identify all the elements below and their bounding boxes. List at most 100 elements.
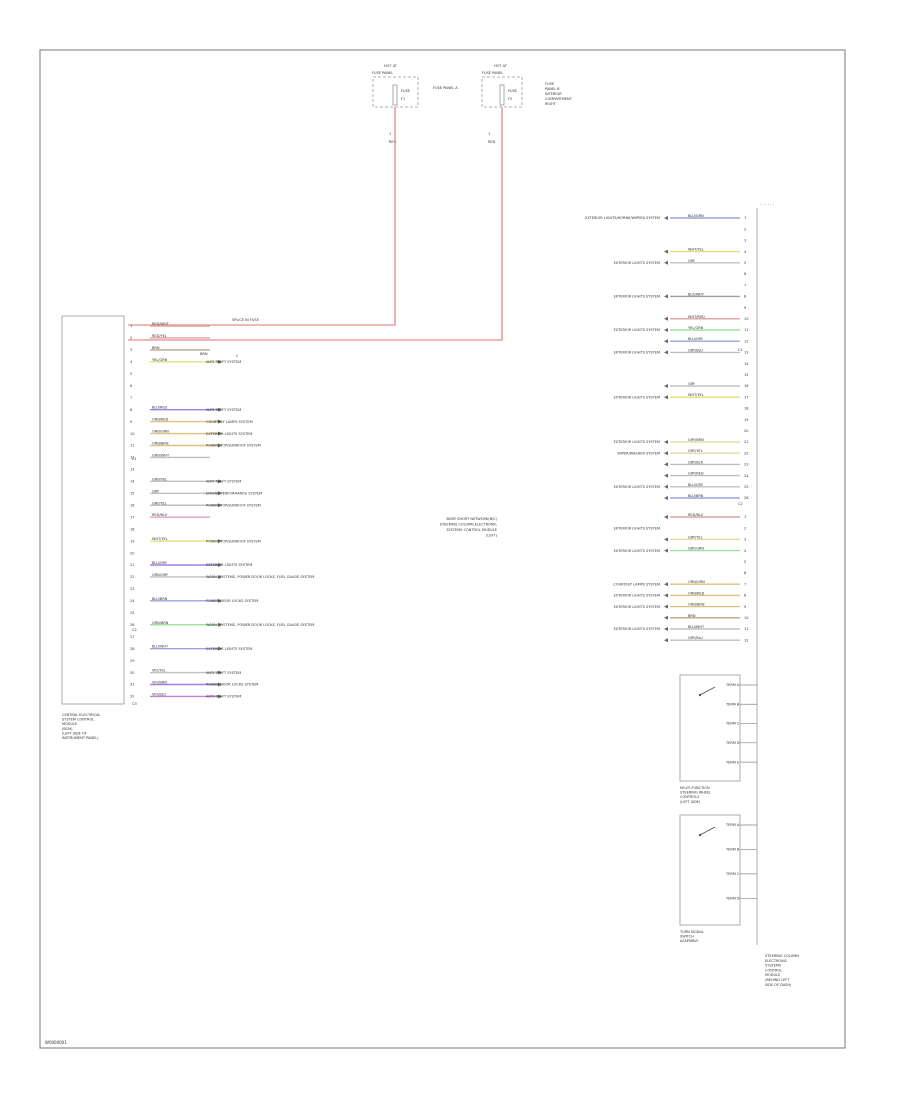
left-connector-c3: C3	[132, 702, 137, 706]
destination-label: EXTERIOR LIGHTS SYSTEM	[614, 395, 660, 399]
pin-number: 16	[130, 503, 134, 507]
arrow-icon	[664, 462, 668, 467]
pin-number: 24	[130, 599, 135, 603]
pin-number: 5	[744, 261, 746, 265]
right-connector-c1: C1	[738, 348, 743, 352]
fuse-right-wire-color: RED	[488, 140, 496, 144]
switch-block-label: (LEFT SIDE)	[680, 800, 701, 804]
left-ground-tag: C	[236, 354, 239, 358]
arrow-icon	[664, 440, 668, 444]
arrow-icon	[664, 294, 668, 299]
wire-color-label: BRN	[152, 346, 160, 350]
right-module-top: · · · · · ·	[760, 202, 774, 207]
wire-color-label: GRN/WHT	[152, 453, 170, 457]
wire-color-label: WHT/YEL	[688, 393, 704, 397]
wire-color-label: RED/YEL	[152, 334, 167, 338]
pin-number: 25	[744, 485, 748, 489]
arrow-icon	[664, 496, 668, 500]
pin-number: 6	[130, 384, 132, 388]
pin-number: 1	[130, 324, 132, 328]
right-module-label-line: ELECTRONIC	[765, 959, 788, 963]
arrow-icon	[664, 249, 668, 254]
fuse-left-element	[392, 84, 398, 106]
arrow-icon	[664, 627, 668, 631]
pin-number: 14	[130, 480, 135, 484]
pin-number: 20	[744, 429, 748, 433]
wire-color-label: GRY/YEL	[152, 501, 167, 505]
fuse-right-desc-line: COMPARTMENT	[545, 97, 573, 101]
pin-number: 6	[744, 272, 746, 276]
left-module-label-line: SYSTEM CONTROL	[62, 718, 94, 722]
pin-number: 23	[130, 587, 134, 591]
pin-number: 5	[744, 560, 746, 564]
wire-color-label: GRY/BRN	[688, 438, 704, 442]
wire-color-label: GRY/BLU	[688, 636, 703, 640]
pin-number: 3	[744, 538, 746, 542]
wire-color-label: BLU/BRN	[688, 494, 704, 498]
pin-number: 11	[130, 444, 134, 448]
arrow-icon	[664, 484, 668, 489]
pin-number: 1	[744, 515, 746, 519]
destination-label: WARN. SYSTEMS, POWER DOOR LOCKS, FUEL GA…	[206, 623, 314, 627]
arrow-icon	[218, 407, 222, 412]
pin-number: 18	[744, 407, 748, 411]
pin-number: 30	[130, 671, 134, 675]
destination-label: EXTERIOR LIGHTS SYSTEM	[614, 485, 660, 489]
wire-color-label: BLU/BRN	[152, 597, 168, 601]
destination-label: POWER TOP/SUNROOF SYSTEM	[206, 444, 261, 448]
wire-color-label: GRY	[688, 382, 696, 386]
fuse-left-hot: HOT AT	[384, 64, 398, 68]
pin-number: 23	[744, 463, 748, 467]
fuse-right-desc-line: RIGHT	[545, 102, 557, 106]
switch-pivot	[698, 833, 702, 837]
switch-term-label: TERM D	[725, 897, 740, 901]
pin-number: 7	[744, 283, 746, 287]
wire-color-label: ORN/GRN	[152, 430, 169, 434]
arrow-icon	[664, 350, 668, 355]
fuse-left-wire-num: 1	[389, 132, 391, 136]
wire-color-label: ORN/RED	[152, 418, 169, 422]
pin-number: 29	[130, 659, 134, 663]
feed-wire-right	[128, 107, 503, 341]
wire-color-label: BLU/RED	[152, 406, 168, 410]
left-module-label-line: MODULE	[62, 722, 77, 726]
destination-label: EXTERIOR LIGHTS/HORNS/WIPERS SYSTEM	[585, 216, 660, 220]
switch-block-label: TURN SIGNAL	[679, 930, 704, 934]
pin-number: 8	[130, 408, 132, 412]
pin-number: 5	[130, 372, 132, 376]
wire-color-label: ORN/RED	[688, 591, 705, 595]
destination-label: EXTERIOR LIGHTS SYSTEM	[614, 627, 660, 631]
switch-block-label: ASSEMBLY	[680, 939, 699, 943]
arrow-icon	[218, 694, 222, 699]
arrow-icon	[664, 593, 668, 598]
arrow-icon	[218, 682, 222, 687]
wire-color-label: GRY/RED	[688, 472, 704, 476]
fuse-right-fuse: FUSE	[508, 89, 517, 93]
pin-number: 4	[744, 250, 747, 254]
destination-label: ANTI-THEFT SYSTEM	[206, 360, 241, 364]
fuse-right-element	[499, 84, 505, 106]
right-module-label-line: STEERING COLUMN	[765, 954, 799, 958]
arrow-icon	[218, 491, 222, 496]
switch-pivot	[698, 693, 702, 697]
arrow-icon	[218, 539, 222, 544]
splice-note-line: BODY SHORT NETWORK(B/C)	[446, 517, 497, 521]
left-connector-c1: C1	[132, 457, 137, 461]
switch-term-label: TERM A	[725, 823, 740, 827]
wire-color-label: GRY/GRN	[688, 547, 704, 551]
wire-color-label: WHT/YEL	[152, 537, 168, 541]
arrow-icon	[218, 419, 222, 424]
wire-color-label: GRY/YEL	[688, 449, 703, 453]
arrow-icon	[664, 339, 668, 344]
wire-color-label: ORN/BRN	[152, 442, 169, 446]
pin-number: 12	[744, 638, 748, 642]
arrow-icon	[664, 473, 668, 478]
arrow-icon	[218, 598, 222, 603]
pin-number: 22	[744, 451, 748, 455]
splice-note-line: (LEFT)	[486, 534, 498, 538]
arrow-icon	[218, 563, 222, 567]
pin-number: 8	[744, 594, 746, 598]
pin-number: 28	[130, 647, 134, 651]
